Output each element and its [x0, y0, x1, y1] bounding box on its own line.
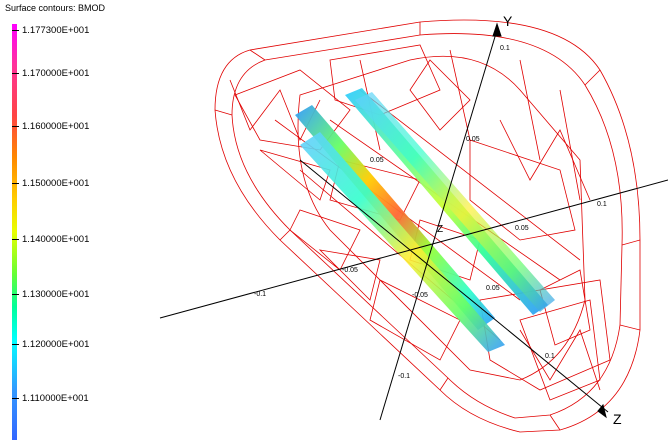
z-tick-label: 0.1 — [545, 353, 555, 360]
x-tick-label: -0.1 — [254, 291, 266, 298]
z-axis-label: Z — [613, 411, 622, 427]
surface-contour-bars — [295, 88, 555, 352]
x-tick-label: -0.05 — [342, 267, 358, 274]
z-tick-label: 0.05 — [486, 285, 500, 292]
legend-tick-label: 1.177300E+001 — [19, 26, 89, 36]
y-tick-label: 0.1 — [500, 45, 510, 52]
legend-tick-label: 1.150000E+001 — [19, 179, 89, 189]
origin-axis-label: Z — [437, 224, 443, 235]
y-axis-label: Y — [503, 13, 513, 29]
x-tick-label: 0.05 — [515, 225, 529, 232]
wireframe-mesh — [214, 19, 641, 433]
legend-title: Surface contours: BMOD — [5, 3, 106, 13]
legend-tick-label: 1.170000E+001 — [19, 69, 89, 79]
y-tick-label: -0.1 — [398, 373, 410, 380]
y-tick-label: -0.05 — [412, 292, 428, 299]
z-tick-label: 0.05 — [370, 157, 384, 164]
legend-tick-label: 1.120000E+001 — [19, 340, 89, 350]
coordinate-axes — [159, 22, 668, 421]
legend-tick-label: 1.130000E+001 — [19, 290, 89, 300]
legend-tick-label: 1.140000E+001 — [19, 235, 89, 245]
y-tick-label: 0.05 — [466, 136, 480, 143]
legend-colorbar — [12, 24, 17, 440]
legend-tick-label: 1.110000E+001 — [19, 394, 89, 404]
x-tick-label: 0.1 — [597, 201, 607, 208]
legend-tick-label: 1.160000E+001 — [19, 122, 89, 132]
